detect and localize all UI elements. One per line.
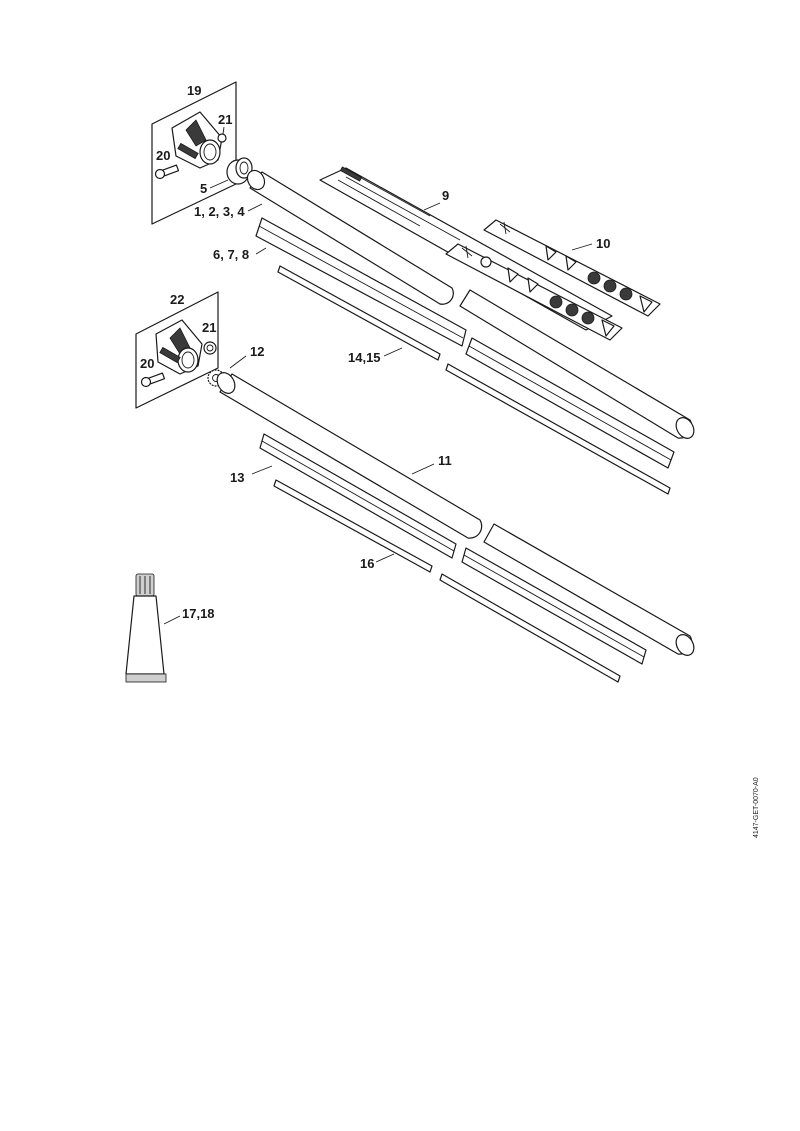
drive-shaft-16 [273, 479, 621, 683]
callout-1234: 1, 2, 3, 4 [194, 204, 245, 219]
callout-5: 5 [200, 181, 207, 196]
pictogram-row-upper [545, 245, 653, 313]
callout-21a: 21 [218, 112, 232, 127]
nut-21b [203, 341, 217, 355]
drive-shaft-14-15 [277, 265, 671, 495]
callout-12: 12 [250, 344, 264, 359]
screw-20b [140, 372, 166, 388]
callout-20b: 20 [140, 356, 154, 371]
callout-1718: 17,18 [182, 606, 215, 621]
warning-label-10 [445, 219, 661, 341]
callout-13: 13 [230, 470, 244, 485]
tube-11 [216, 372, 695, 656]
callout-10: 10 [596, 236, 610, 251]
clamp-label-19 [177, 142, 199, 160]
callout-16: 16 [360, 556, 374, 571]
callout-22: 22 [170, 292, 184, 307]
callout-21b: 21 [202, 320, 216, 335]
callout-20a: 20 [156, 148, 170, 163]
pictogram-row-lower [480, 256, 615, 337]
nut-21a [217, 133, 227, 143]
callout-1415: 14,15 [348, 350, 381, 365]
screw-20a [154, 164, 180, 180]
liner-13 [259, 433, 647, 665]
clamp-bore-19 [199, 139, 221, 165]
tube-1-2-3-4 [246, 169, 695, 439]
clamp-window-19 [185, 119, 207, 147]
callout-11: 11 [438, 453, 452, 468]
callout-9: 9 [442, 188, 449, 203]
grease-tube-17-18 [125, 573, 167, 683]
document-id: 4147-GET-0070-A0 [753, 777, 760, 838]
part-group-22 [135, 291, 219, 409]
callout-678: 6, 7, 8 [213, 247, 249, 262]
liner-6-7-8 [255, 217, 675, 469]
ring-5 [226, 157, 253, 185]
callout-19: 19 [187, 83, 201, 98]
part-group-19 [151, 81, 237, 225]
